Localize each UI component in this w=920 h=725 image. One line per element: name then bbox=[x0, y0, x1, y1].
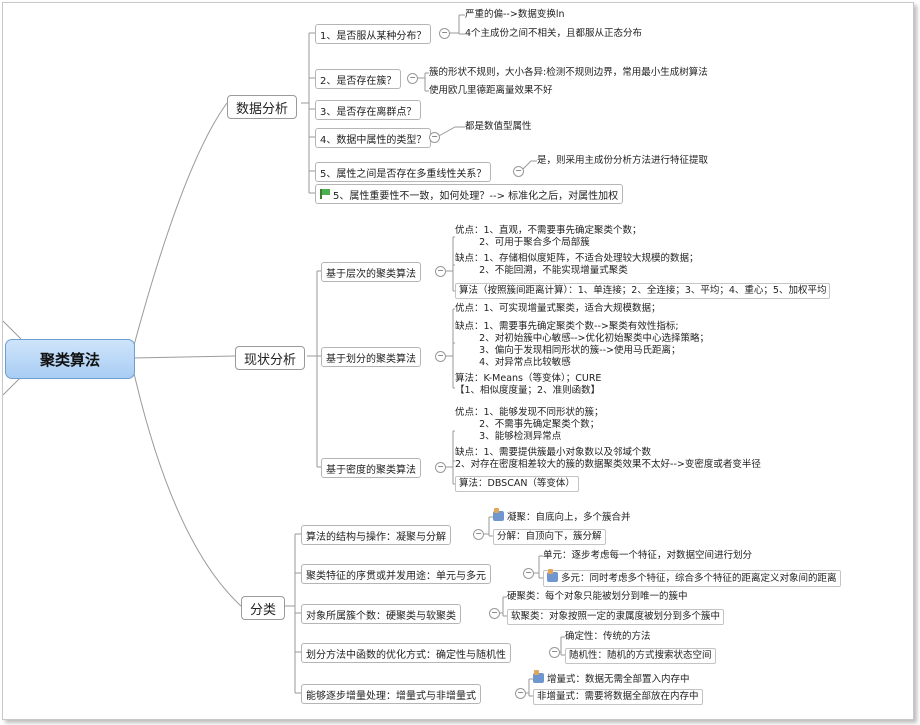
edge-c3-leaves bbox=[497, 596, 507, 617]
edge-c1-leaves bbox=[481, 516, 493, 537]
leaf-text: 是，则采用主成份分析方法进行特征提取 bbox=[537, 155, 709, 166]
edge-node4-leaf bbox=[436, 126, 465, 138]
edge-dens-leaves bbox=[443, 430, 455, 485]
leaf-text: 都是数值型属性 bbox=[465, 121, 532, 132]
edge-branch0-ticks bbox=[309, 32, 315, 194]
edge-c2-leaves bbox=[531, 555, 543, 579]
leaf-text: 严重的偏-->数据变换ln bbox=[465, 9, 565, 20]
collapse-toggle[interactable]: − bbox=[435, 462, 446, 473]
leaf-text: 非增量式：需要将数据全部放在内存中 bbox=[533, 689, 703, 705]
thumbs-up-icon bbox=[533, 670, 544, 683]
thumbs-up-icon bbox=[493, 508, 504, 521]
edge-branch1-vertical bbox=[316, 270, 321, 468]
leaf-text: 簇的形状不规则，大小各异:检测不规则边界，常用最小生成树算法 bbox=[429, 67, 708, 78]
edge-node1-leaves bbox=[449, 14, 465, 35]
edge-node5-leaf bbox=[520, 160, 537, 172]
leaf-label: 增量式：数据无需全部置入内存中 bbox=[547, 674, 690, 685]
edge-branch2-vertical bbox=[294, 533, 301, 694]
leaf-label: 多元：同时考虑多个特征，综合多个特征的距离定义对象间的距离 bbox=[561, 573, 837, 584]
node-incremental[interactable]: 能够逐步增量处理：增量式与非增量式 bbox=[301, 684, 481, 704]
leaf-text: 优点：1、直观，不需要事先确定聚类个数； 2、可用于聚合多个局部簇 bbox=[455, 225, 642, 248]
edge-node2-leaves bbox=[415, 72, 429, 92]
thumbs-up-icon bbox=[547, 569, 558, 582]
node-clusters[interactable]: 2、是否存在簇？ bbox=[315, 69, 402, 89]
collapse-toggle[interactable]: − bbox=[523, 568, 534, 579]
leaf-text: 确定性：传统的方法 bbox=[565, 631, 651, 642]
collapse-toggle[interactable]: − bbox=[489, 608, 500, 619]
leaf-text: 算法：K-Means（等变体）；CURE 【1、相似度度量；2、准则函数】 bbox=[455, 373, 602, 396]
node-structure[interactable]: 算法的结构与操作：凝聚与分解 bbox=[301, 525, 451, 545]
leaf-text: 算法（按照簇间距离计算）：1、单连接；2、全连接；3、平均；4、重心；5、加权平… bbox=[455, 283, 831, 299]
node-density[interactable]: 基于密度的聚类算法 bbox=[321, 458, 421, 478]
edge-hier-leaves bbox=[443, 236, 455, 292]
edge-part-leaves bbox=[443, 308, 455, 389]
node-outliers[interactable]: 3、是否存在离群点？ bbox=[315, 100, 422, 120]
collapse-toggle[interactable]: − bbox=[549, 647, 560, 658]
leaf-text: 4个主成份之间不相关，且都服从正态分布 bbox=[465, 28, 643, 39]
branch-status-analysis[interactable]: 现状分析 bbox=[235, 346, 306, 370]
node-attribute-type[interactable]: 4、数据中属性的类型？ bbox=[315, 128, 432, 148]
collapse-toggle[interactable]: − bbox=[407, 73, 418, 84]
node-attribute-importance[interactable]: 5、属性重要性不一致，如何处理？--> 标准化之后，对属性加权 bbox=[315, 184, 624, 204]
edge-offscreen-2 bbox=[3, 376, 22, 396]
collapse-toggle[interactable]: − bbox=[429, 132, 440, 143]
node-feature-usage[interactable]: 聚类特征的序贯或并发用途：单元与多元 bbox=[301, 564, 491, 584]
leaf-text: 缺点：1、存储相似度矩阵，不适合处理较大规模的数据； 2、不能回溯，不能实现增量… bbox=[455, 253, 699, 276]
node-hierarchical[interactable]: 基于层次的聚类算法 bbox=[321, 262, 421, 282]
node-cluster-count[interactable]: 对象所属簇个数：硬聚类与软聚类 bbox=[301, 604, 461, 624]
edge-root-classification bbox=[132, 368, 242, 607]
leaf-text: 随机性：随机的方式搜索状态空间 bbox=[565, 648, 716, 664]
leaf-text: 凝聚：自底向上，多个簇合并 bbox=[493, 508, 631, 524]
collapse-toggle[interactable]: − bbox=[513, 166, 524, 177]
leaf-text: 增量式：数据无需全部置入内存中 bbox=[533, 670, 690, 686]
node-multicollinearity[interactable]: 5、属性之间是否存在多重线性关系？ bbox=[315, 162, 492, 182]
root-node[interactable]: 聚类算法 bbox=[5, 339, 135, 379]
leaf-text: 软聚类：对象按照一定的隶属度被划分到多个簇中 bbox=[507, 609, 725, 625]
node-distribution[interactable]: 1、是否服从某种分布？ bbox=[315, 24, 432, 44]
collapse-toggle[interactable]: − bbox=[435, 351, 446, 362]
branch-classification[interactable]: 分类 bbox=[241, 596, 286, 620]
leaf-text: 单元：逐步考虑每一个特征，对数据空间进行划分 bbox=[543, 550, 753, 561]
leaf-text: 硬聚类：每个对象只能被划分到唯一的簇中 bbox=[507, 591, 688, 602]
flag-icon bbox=[320, 189, 330, 199]
leaf-text: 使用欧几里德距离量效果不好 bbox=[429, 85, 553, 96]
node-optimization[interactable]: 划分方法中函数的优化方式：确定性与随机性 bbox=[301, 643, 511, 663]
leaf-text: 多元：同时考虑多个特征，综合多个特征的距离定义对象间的距离 bbox=[543, 569, 841, 587]
collapse-toggle[interactable]: − bbox=[435, 266, 446, 277]
edge-root-status-analysis bbox=[132, 355, 236, 359]
node-partitioning[interactable]: 基于划分的聚类算法 bbox=[321, 347, 421, 367]
connector-lines bbox=[3, 14, 565, 697]
leaf-text: 缺点：1、需要事先确定聚类个数-->聚类有效性指标; 2、对初始簇中心敏感-->… bbox=[455, 321, 710, 368]
collapse-toggle[interactable]: − bbox=[473, 529, 484, 540]
collapse-toggle[interactable]: − bbox=[439, 28, 450, 39]
leaf-text: 优点：1、能够发现不同形状的簇； 2、不需事先确定聚类个数； 3、能够检测异常点 bbox=[455, 407, 604, 442]
leaf-text: 算法：DBSCAN（等变体） bbox=[455, 476, 579, 492]
edge-root-data-analysis bbox=[132, 102, 228, 350]
leaf-label: 凝聚：自底向上，多个簇合并 bbox=[507, 512, 631, 523]
node-label: 5、属性重要性不一致，如何处理？--> 标准化之后，对属性加权 bbox=[333, 190, 619, 202]
edge-c5-leaves bbox=[523, 678, 533, 697]
edge-offscreen-1 bbox=[3, 320, 22, 340]
collapse-toggle[interactable]: − bbox=[515, 688, 526, 699]
leaf-text: 缺点：1、需要提供簇最小对象数以及邻域个数 2、对存在密度相差较大的簇的数据聚类… bbox=[455, 447, 761, 470]
leaf-text: 优点：1、可实现增量式聚类，适合大规模数据； bbox=[455, 303, 661, 314]
branch-data-analysis[interactable]: 数据分析 bbox=[227, 95, 298, 119]
leaf-text: 分解：自顶向下，簇分解 bbox=[493, 529, 606, 545]
